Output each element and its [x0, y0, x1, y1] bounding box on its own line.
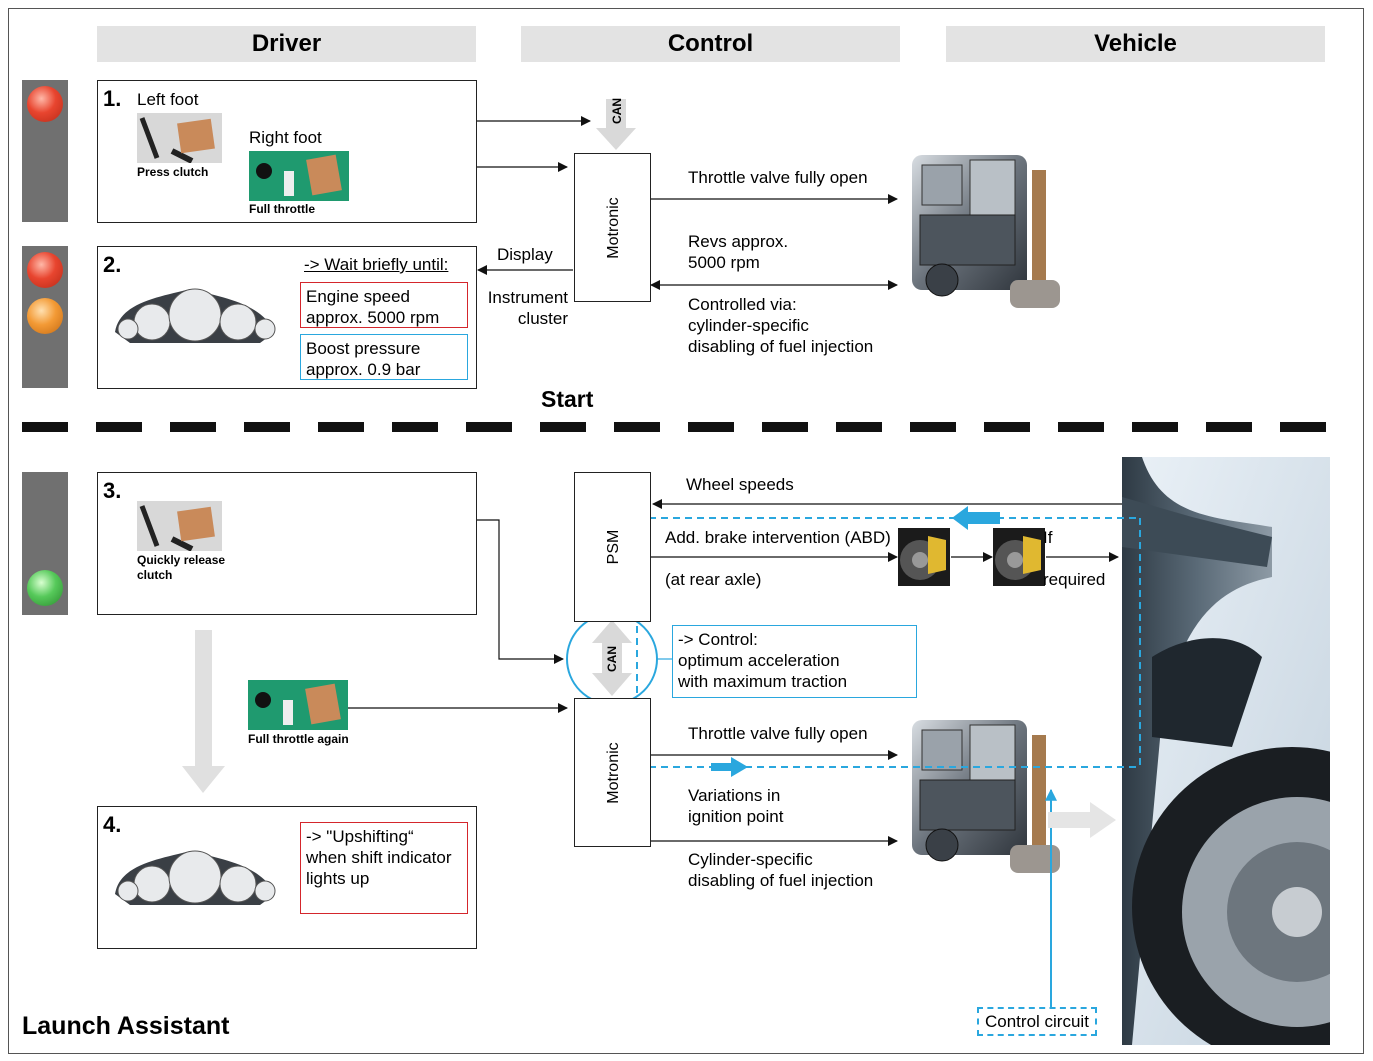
- release-clutch-caption-1: Quickly release: [137, 553, 226, 567]
- full-throttle-caption: Full throttle: [249, 202, 315, 216]
- control-note-line-3: with maximum traction: [678, 672, 848, 691]
- step-1-number: 1.: [103, 86, 122, 111]
- traffic-light-2: [22, 246, 68, 388]
- rear-axle-label: (at rear axle): [665, 570, 762, 589]
- step-3-number: 3.: [103, 478, 122, 503]
- brake-disc-image-2: [993, 528, 1045, 586]
- clutch-pedal-image: [137, 113, 222, 163]
- full-throttle-again-caption: Full throttle again: [248, 732, 349, 746]
- throttle-pedal-image: [249, 151, 349, 201]
- wait-label: -> Wait briefly until:: [304, 255, 449, 274]
- upshift-line-1: -> "Upshifting“: [306, 827, 414, 846]
- red-lamp: [27, 252, 63, 288]
- traffic-light-1: [22, 80, 68, 222]
- controlled-via-label: Controlled via: cylinder-specific disabl…: [688, 294, 873, 357]
- can-label-bottom: CAN: [605, 646, 619, 672]
- control-note-line-1: -> Control:: [678, 630, 758, 649]
- step-2-box: 2. -> Wait briefly until: Engine speed a…: [97, 246, 477, 389]
- step-1-box: 1. Left foot Press clutch Right foot Ful…: [97, 80, 477, 223]
- engine-speed-line-1: Engine speed: [306, 287, 410, 306]
- required-label: required: [1043, 570, 1106, 589]
- car-image: [1122, 457, 1330, 1045]
- brake-disc-image-1: [898, 528, 950, 586]
- header-control: Control: [521, 26, 900, 62]
- variations-line-1: Variations in: [688, 786, 781, 805]
- engine-speed-line-2: approx. 5000 rpm: [306, 308, 440, 327]
- shift-indicator-cluster-image: [110, 839, 280, 909]
- psm-label: PSM: [605, 529, 622, 565]
- grey-progress-arrow: [182, 630, 225, 793]
- upshift-line-3: lights up: [306, 869, 370, 888]
- step-4-box: 4. -> "Upshifting“ when shift indicator …: [97, 806, 477, 949]
- cylinder-label: Cylinder-specific disabling of fuel inje…: [688, 849, 873, 891]
- right-foot-label: Right foot: [249, 128, 322, 147]
- step-4-number: 4.: [103, 812, 122, 837]
- can-label-top: CAN: [610, 98, 624, 124]
- can-arrow-bidirectional: [592, 620, 632, 696]
- can-arrow-top: [596, 99, 636, 150]
- brake-intervention-label: Add. brake intervention (ABD): [665, 528, 891, 547]
- header-vehicle: Vehicle: [946, 26, 1325, 62]
- motronic-top-label: Motronic: [605, 197, 622, 259]
- green-lamp: [27, 570, 63, 606]
- amber-lamp: [27, 298, 63, 334]
- instrument-label: Instrument cluster: [484, 287, 568, 329]
- revs-label: Revs approx. 5000 rpm: [688, 231, 788, 273]
- variations-line-2: ignition point: [688, 807, 784, 826]
- control-note-line-2: optimum acceleration: [678, 651, 840, 670]
- instrument-line-1: Instrument: [487, 288, 568, 307]
- revs-line-2: 5000 rpm: [688, 253, 760, 272]
- upshift-line-2: when shift indicator: [306, 848, 452, 867]
- boost-line-1: Boost pressure: [306, 339, 421, 358]
- engine-image-bottom: [892, 700, 1072, 890]
- left-foot-label: Left foot: [137, 90, 199, 109]
- variations-label: Variations in ignition point: [688, 785, 783, 827]
- cylinder-line-1: Cylinder-specific: [688, 850, 813, 869]
- motronic-bottom-box: Motronic: [574, 698, 651, 847]
- instrument-line-2: cluster: [517, 309, 568, 328]
- control-circuit-label: Control circuit: [977, 1007, 1097, 1036]
- traffic-light-3: [22, 472, 68, 615]
- step-3-box: 3. Quickly release clutch: [97, 472, 477, 615]
- flow-arrow-left: [952, 506, 1000, 530]
- upshift-callout: -> "Upshifting“ when shift indicator lig…: [300, 822, 468, 914]
- if-label: If: [1043, 528, 1053, 547]
- cylinder-line-2: disabling of fuel injection: [688, 871, 874, 890]
- flow-arrow-right: [711, 757, 748, 777]
- header-driver: Driver: [97, 26, 476, 62]
- display-label: Display: [497, 245, 553, 264]
- engine-image-top: [892, 130, 1072, 325]
- revs-line-1: Revs approx.: [688, 232, 789, 251]
- throttle-open-2-label: Throttle valve fully open: [688, 724, 868, 743]
- release-clutch-caption-2: clutch: [137, 568, 173, 582]
- start-label: Start: [541, 386, 594, 412]
- red-lamp: [27, 86, 63, 122]
- step-2-number: 2.: [103, 252, 122, 277]
- clutch-release-image: [137, 501, 222, 551]
- diagram-frame: [8, 8, 1364, 1054]
- throttle-again-image: [248, 680, 348, 730]
- motronic-bottom-label: Motronic: [605, 742, 622, 804]
- press-clutch-caption: Press clutch: [137, 165, 209, 179]
- psm-box: PSM: [574, 472, 651, 622]
- controlled-line-3: disabling of fuel injection: [688, 337, 874, 356]
- control-note-box: -> Control: optimum acceleration with ma…: [672, 625, 917, 698]
- controlled-line-1: Controlled via:: [688, 295, 797, 314]
- engine-speed-callout: Engine speed approx. 5000 rpm: [300, 282, 468, 328]
- grey-motion-arrow: [1048, 802, 1116, 838]
- boost-pressure-callout: Boost pressure approx. 0.9 bar: [300, 334, 468, 380]
- controlled-line-2: cylinder-specific: [688, 316, 809, 335]
- motronic-top-box: Motronic: [574, 153, 651, 302]
- wheel-speeds-label: Wheel speeds: [686, 475, 794, 494]
- throttle-open-label: Throttle valve fully open: [688, 168, 868, 187]
- instrument-cluster-image: [110, 277, 280, 347]
- boost-line-2: approx. 0.9 bar: [306, 360, 421, 379]
- diagram-title: Launch Assistant: [22, 1012, 230, 1040]
